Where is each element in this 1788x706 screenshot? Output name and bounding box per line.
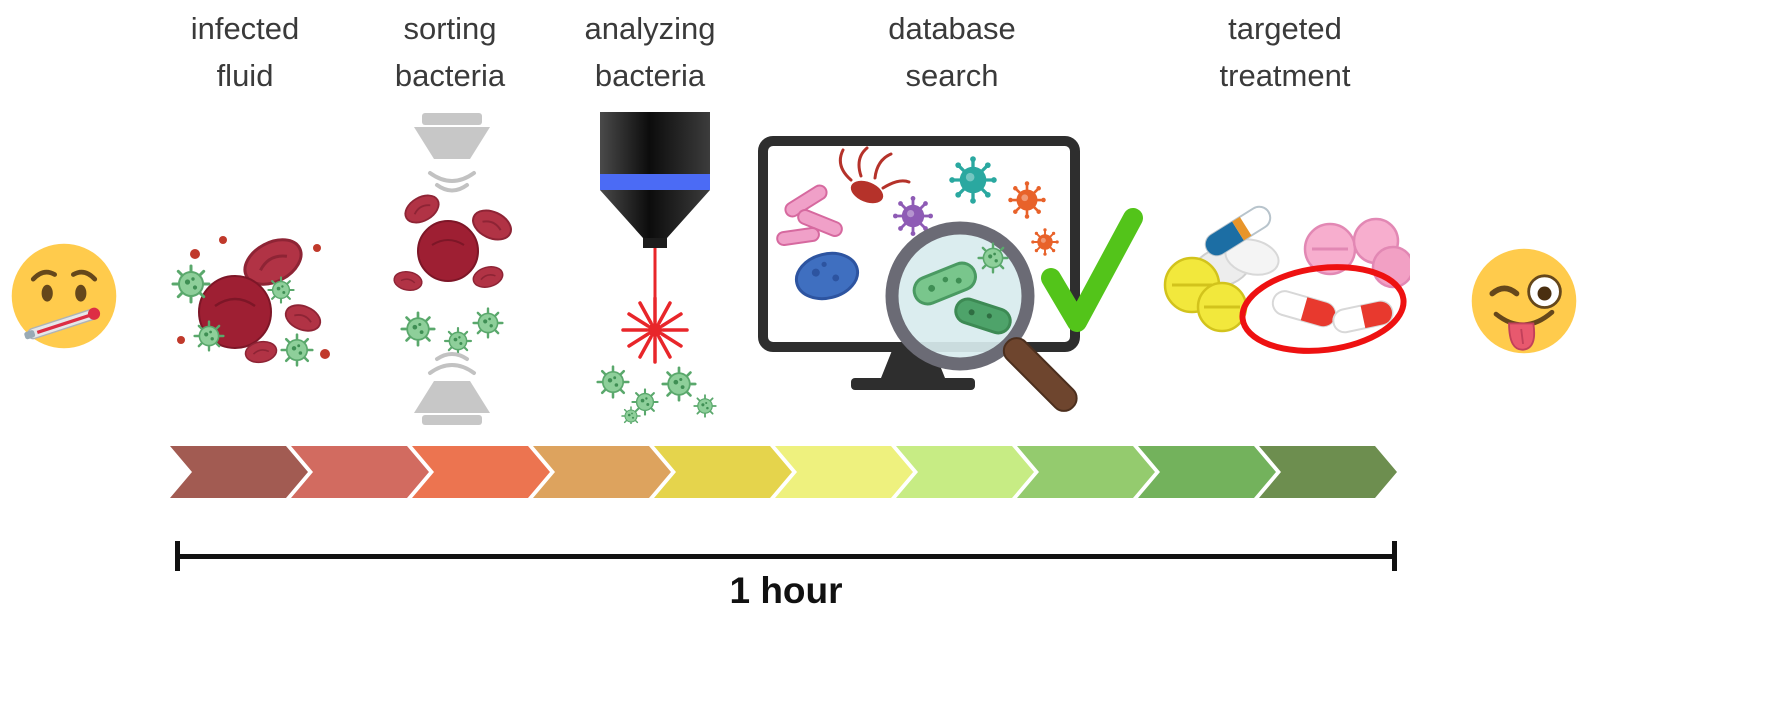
timeline [175, 541, 1397, 571]
monitor-magnifier-checkmark-icon [755, 136, 1155, 416]
arrow-segment [1138, 446, 1276, 498]
arrow-segment [533, 446, 671, 498]
arrow-segment [654, 446, 792, 498]
stage-label-line: targeted [1228, 11, 1342, 46]
stage-label-infected-fluid: infected fluid [135, 6, 355, 99]
arrow-segment [291, 446, 429, 498]
arrow-segment [412, 446, 550, 498]
stage-label-sorting-bacteria: sorting bacteria [340, 6, 560, 99]
stage-label-line: database [888, 11, 1016, 46]
timeline-tick-left [175, 541, 180, 571]
acoustic-sorter-icon [382, 113, 522, 425]
stage-label-line: search [905, 57, 999, 93]
blood-cells-bacteria-icon [165, 222, 335, 372]
timeline-line [175, 554, 1397, 559]
gradient-arrow-bar [170, 446, 1402, 498]
stage-label-line: treatment [1219, 57, 1351, 93]
sick-face-emoji-icon [8, 240, 120, 352]
arrow-segment [1259, 446, 1397, 498]
arrow-segment [896, 446, 1034, 498]
pills-red-circle-icon [1160, 205, 1410, 357]
stage-label-line: analyzing [584, 11, 716, 46]
laser-microscope-icon [585, 112, 725, 424]
arrow-segment [170, 446, 308, 498]
stage-label-analyzing-bacteria: analyzing bacteria [540, 6, 760, 99]
stage-label-line: infected [190, 11, 300, 46]
winking-tongue-emoji-icon [1468, 245, 1580, 357]
stage-label-targeted-treatment: targeted treatment [1163, 6, 1407, 99]
stage-label-line: sorting [403, 11, 497, 46]
stage-label-database-search: database search [840, 6, 1064, 99]
arrow-segment [1017, 446, 1155, 498]
timeline-tick-right [1392, 541, 1397, 571]
stage-label-line: bacteria [394, 57, 506, 93]
timeline-label: 1 hour [729, 570, 843, 611]
arrow-segment [775, 446, 913, 498]
stage-label-line: fluid [216, 57, 274, 93]
stage-label-line: bacteria [594, 57, 706, 93]
